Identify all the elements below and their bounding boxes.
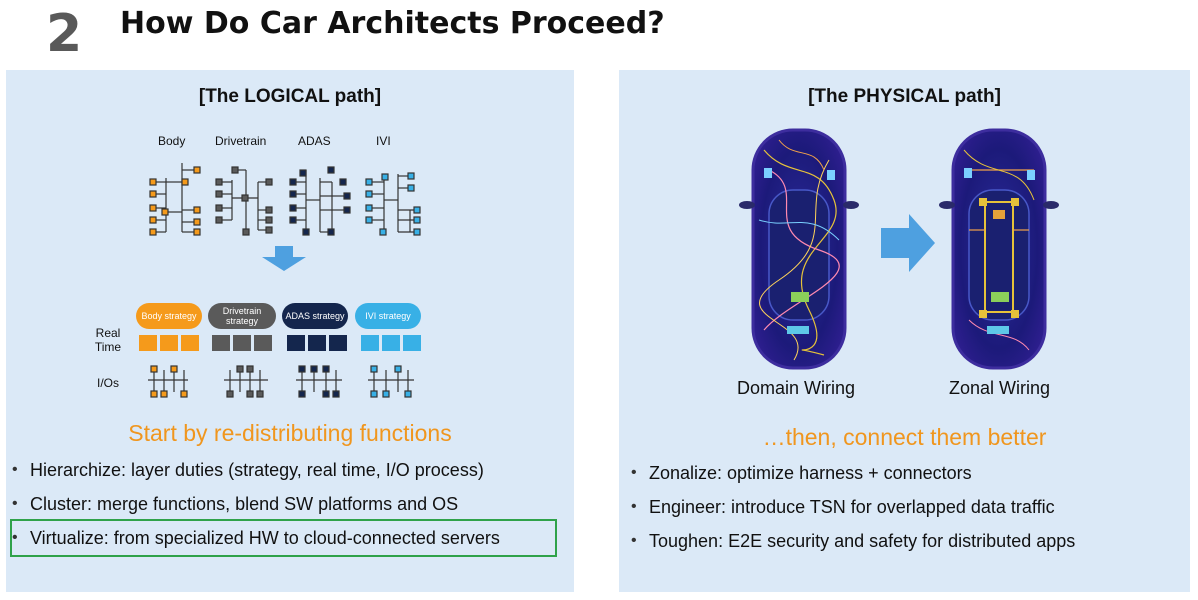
physical-subhead: …then, connect them better [762, 424, 1047, 450]
category-label-ivi: IVI [376, 134, 391, 148]
logical-bullet-list: • Hierarchize: layer duties (strategy, re… [12, 456, 500, 558]
drivetrain-io-icon [224, 365, 268, 398]
bullet-dot-icon: • [12, 461, 18, 478]
category-label-drivetrain: Drivetrain [215, 134, 267, 148]
adas-hierarchy-icon [289, 166, 351, 236]
physical-path-title: [The PHYSICAL path] [808, 86, 1001, 107]
bullet-dot-icon: • [12, 529, 18, 546]
bullet-item: • Zonalize: optimize harness + connectors [631, 459, 1075, 493]
bullet-text: Hierarchize: layer duties (strategy, rea… [30, 460, 484, 480]
body-io-icon [148, 365, 188, 398]
bullet-text: Toughen: E2E security and safety for dis… [649, 531, 1076, 551]
body-strategy-pill: Body strategy [136, 303, 202, 329]
slide-bottom-edge [0, 592, 1198, 600]
bullet-text: Engineer: introduce TSN for overlapped d… [649, 497, 1055, 517]
section-number: 2 [46, 4, 83, 64]
physical-bullet-list: • Zonalize: optimize harness + connectors… [631, 459, 1075, 561]
bullet-dot-icon: • [631, 464, 637, 481]
bullet-dot-icon: • [631, 532, 637, 549]
car-wiring-illustration [739, 128, 1059, 370]
adas-realtime-block [287, 335, 305, 351]
bullet-item: • Engineer: introduce TSN for overlapped … [631, 493, 1075, 527]
body-hierarchy-icon [149, 163, 201, 236]
body-realtime-block [181, 335, 199, 351]
bullet-item: • Cluster: merge functions, blend SW plat… [12, 490, 500, 524]
ivi-realtime-block [382, 335, 400, 351]
adas-realtime-block [308, 335, 326, 351]
domain-wiring-car-image [739, 128, 859, 370]
ivi-strategy-pill: IVI strategy [355, 303, 421, 329]
ios-label: I/Os [96, 376, 119, 390]
bullet-text: Zonalize: optimize harness + connectors [649, 463, 972, 483]
zonal-wiring-car-image [939, 128, 1059, 370]
body-realtime-block [160, 335, 178, 351]
ivi-io-icon [368, 365, 414, 398]
bullet-item: • Hierarchize: layer duties (strategy, re… [12, 456, 500, 490]
logical-hierarchy-diagram [148, 163, 421, 398]
bullet-item: • Toughen: E2E security and safety for di… [631, 527, 1075, 561]
adas-io-icon [296, 365, 342, 398]
adas-realtime-block [329, 335, 347, 351]
logical-path-panel: [The LOGICAL path] Body Drivetrain ADAS … [6, 70, 574, 592]
bullet-item: • Virtualize: from specialized HW to clou… [12, 524, 500, 558]
category-label-adas: ADAS [298, 134, 331, 148]
drivetrain-hierarchy-icon [215, 166, 273, 236]
ivi-realtime-block [361, 335, 379, 351]
logical-subhead: Start by re-distributing functions [128, 420, 452, 446]
drivetrain-strategy-pill: Drivetrain strategy [208, 303, 276, 329]
real-time-label: Real Time [94, 326, 122, 354]
body-realtime-block [139, 335, 157, 351]
highlight-box [10, 519, 557, 557]
ivi-realtime-block [403, 335, 421, 351]
bullet-text: Virtualize: from specialized HW to cloud… [30, 528, 500, 548]
zonal-wiring-label: Zonal Wiring [949, 378, 1051, 398]
header: 2 How Do Car Architects Proceed? [0, 0, 1198, 66]
bullet-text: Cluster: merge functions, blend SW platf… [30, 494, 459, 514]
ivi-hierarchy-icon [365, 172, 421, 236]
physical-path-panel: [The PHYSICAL path] [619, 70, 1190, 592]
bullet-dot-icon: • [631, 498, 637, 515]
drivetrain-realtime-block [254, 335, 272, 351]
drivetrain-realtime-block [212, 335, 230, 351]
bullet-dot-icon: • [12, 495, 18, 512]
drivetrain-realtime-block [233, 335, 251, 351]
adas-strategy-pill: ADAS strategy [282, 303, 348, 329]
down-arrow-icon [262, 246, 306, 271]
category-label-body: Body [158, 134, 186, 148]
right-arrow-icon [881, 214, 935, 272]
page-title: How Do Car Architects Proceed? [120, 6, 665, 41]
logical-path-title: [The LOGICAL path] [198, 86, 382, 107]
domain-wiring-label: Domain Wiring [737, 378, 856, 398]
